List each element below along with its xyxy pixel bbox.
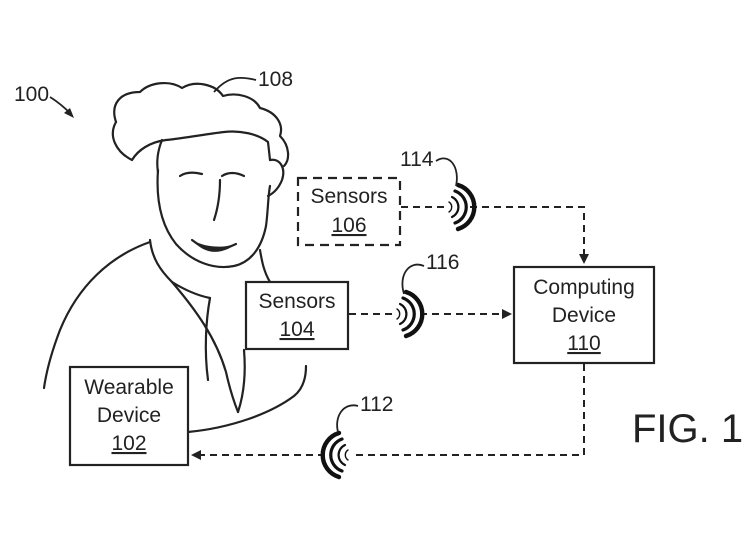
sensors-104-box: Sensors 104 <box>244 280 350 351</box>
ref-112-leader <box>336 404 359 433</box>
wearable-device-label-1: Wearable <box>84 376 174 399</box>
ref-108-leader <box>213 76 257 93</box>
signal-ref-116: 116 <box>426 251 459 274</box>
wireless-wave-114-icon <box>448 182 477 232</box>
signal-114-line-b <box>470 206 589 264</box>
signal-ref-112: 112 <box>360 393 393 416</box>
signal-112-line-a <box>352 364 585 456</box>
sensors-106-box: Sensors 106 <box>296 176 402 247</box>
person-figure <box>42 82 308 434</box>
signal-ref-114: 114 <box>400 148 434 171</box>
computing-device-110-box: Computing Device 110 <box>512 265 656 365</box>
wearable-device-102-box: Wearable Device 102 <box>68 365 190 467</box>
sensors-106-ref: 106 <box>331 214 366 237</box>
ref-100-arrowhead <box>64 108 74 118</box>
sensors-104-ref: 104 <box>279 318 314 341</box>
wearable-device-ref: 102 <box>111 432 146 455</box>
diagram-ref-100: 100 <box>14 83 49 106</box>
wireless-wave-116-icon <box>396 289 425 339</box>
sensors-104-label: Sensors <box>258 290 335 313</box>
person-ref-108: 108 <box>258 68 293 91</box>
computing-device-label-2: Device <box>552 304 616 327</box>
computing-device-label-1: Computing <box>533 276 635 299</box>
sensors-106-label: Sensors <box>310 185 387 208</box>
ref-114-leader <box>435 157 458 187</box>
wearable-device-label-2: Device <box>97 404 161 427</box>
figure-label: FIG. 1 <box>632 407 743 451</box>
ref-116-leader <box>401 263 425 295</box>
wireless-wave-112-icon <box>320 430 349 480</box>
computing-device-ref: 110 <box>567 332 600 355</box>
